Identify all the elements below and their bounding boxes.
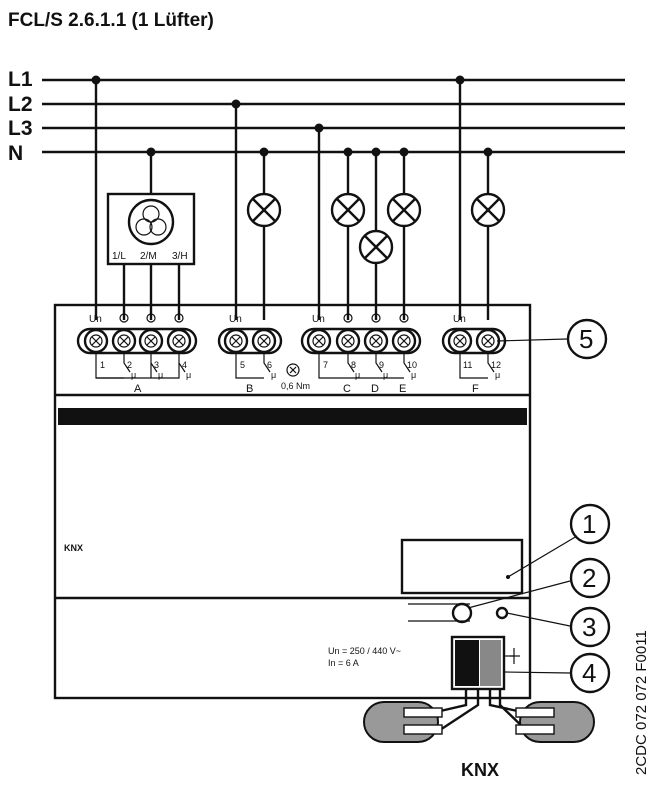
callout-2: 2 [582, 563, 596, 593]
contact-mark: μ [271, 370, 276, 380]
lamp-icon [246, 192, 282, 228]
terminal-number: 11 [463, 360, 472, 370]
screw-terminal[interactable] [251, 328, 277, 354]
bus-label-l1: L1 [8, 68, 33, 91]
terminal-number: 7 [323, 360, 328, 370]
callout-4: 4 [582, 658, 596, 688]
lamps [246, 192, 506, 265]
contact-mark: μ [158, 370, 163, 380]
programming-led [495, 606, 509, 620]
fan-speed-icon [343, 313, 353, 323]
programming-button[interactable] [451, 602, 473, 624]
contact-mark: μ [186, 370, 191, 380]
knx-bus-label: KNX [461, 760, 499, 780]
terminal-un-label: Un [312, 314, 325, 325]
terminal-number: 3 [154, 360, 159, 370]
terminal-number: 5 [240, 360, 245, 370]
terminal-un-label: Un [453, 314, 466, 325]
screw-terminal[interactable] [306, 328, 332, 354]
fan-speed-icon [174, 313, 184, 323]
rating-current: In = 6 A [328, 658, 359, 668]
screw-terminal[interactable] [138, 328, 164, 354]
callout-5: 5 [579, 324, 593, 354]
bus-label-l2: L2 [8, 93, 33, 116]
channel-label-e: E [399, 383, 406, 395]
contact-mark: μ [383, 370, 388, 380]
screw-terminal[interactable] [335, 328, 361, 354]
terminal-number: 9 [379, 360, 384, 370]
fan-speed-icon [371, 313, 381, 323]
rating-voltage: Un = 250 / 440 V~ [328, 646, 401, 656]
screwdriver-icon [286, 363, 300, 377]
contact-mark: μ [411, 370, 416, 380]
screw-terminal[interactable] [363, 328, 389, 354]
terminal-number: 1 [100, 360, 105, 370]
bus-label-n: N [8, 142, 23, 165]
fan-tap-high: 3/H [172, 251, 188, 262]
terminal-number: 2 [127, 360, 132, 370]
channel-label-c: C [343, 383, 351, 395]
bus-label-l3: L3 [8, 117, 33, 140]
fan-tap-low: 1/L [112, 251, 126, 262]
screw-terminal[interactable] [475, 328, 501, 354]
channel-label-d: D [371, 383, 379, 395]
diagram-title: FCL/S 2.6.1.1 (1 Lüfter) [8, 10, 214, 31]
contact-mark: μ [131, 370, 136, 380]
terminal-un-label: Un [229, 314, 242, 325]
label-strip [58, 408, 527, 425]
fan-icon [127, 198, 175, 246]
callout-3: 3 [582, 612, 596, 642]
contact-mark: μ [495, 370, 500, 380]
channel-label-f: F [472, 383, 479, 395]
screw-terminal[interactable] [223, 328, 249, 354]
fan-speed-icon [119, 313, 129, 323]
screw-terminal[interactable] [83, 328, 109, 354]
terminal-row: Un Un Un Un 1 2 3 4 5 6 7 8 9 10 11 12 [76, 313, 507, 395]
channel-label-b: B [246, 383, 253, 395]
terminal-number: 12 [491, 360, 501, 370]
torque-spec: 0,6 Nm [281, 381, 310, 391]
lamp-icon [358, 229, 394, 265]
document-number: 2CDC 072 072 F0011 [633, 630, 650, 775]
feed-wires [94, 80, 490, 320]
knx-logo: KNX [64, 543, 83, 553]
contact-mark: μ [355, 370, 360, 380]
lamp-icon [330, 192, 366, 228]
screw-terminal[interactable] [391, 328, 417, 354]
fan-speed-icon [146, 313, 156, 323]
channel-label-a: A [134, 383, 142, 395]
knx-bus-connector [450, 635, 520, 691]
lamp-icon [470, 192, 506, 228]
terminal-number: 6 [267, 360, 272, 370]
actuator-housing: KNX Un = 250 / 440 V~ In = 6 A [53, 303, 532, 700]
callouts: 5 1 2 3 4 [467, 318, 611, 694]
screw-terminal[interactable] [111, 328, 137, 354]
knx-bus-cable: KNX [363, 689, 595, 780]
fan-tap-mid: 2/M [140, 251, 157, 262]
terminal-un-label: Un [89, 314, 102, 325]
screw-terminal[interactable] [166, 328, 192, 354]
callout-1: 1 [582, 509, 596, 539]
terminal-number: 4 [182, 360, 187, 370]
screw-terminal[interactable] [447, 328, 473, 354]
terminal-number: 10 [407, 360, 417, 370]
fan-motor: 1/L 2/M 3/H [106, 192, 196, 320]
terminal-number: 8 [351, 360, 356, 370]
supply-bus: L1 L2 L3 N [8, 68, 625, 165]
lamp-icon [386, 192, 422, 228]
fan-speed-icon [399, 313, 409, 323]
